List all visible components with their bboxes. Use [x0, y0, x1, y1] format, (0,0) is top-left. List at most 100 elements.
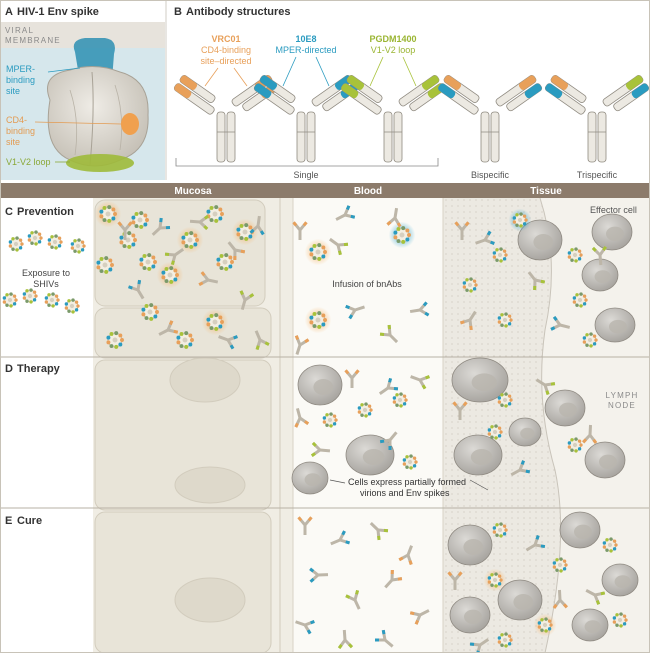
- antibody-mucosa: [189, 214, 209, 231]
- panel-d-title: Therapy: [17, 363, 61, 375]
- shiv-virion: [8, 236, 24, 252]
- virion-mucosa: [141, 303, 159, 321]
- panel-c-labels: C Prevention Exposure to SHIVs Infusion …: [5, 205, 637, 289]
- shiv-virion: [2, 292, 18, 308]
- panel-d-labels: D Therapy LYMPH NODE Cells express parti…: [5, 363, 637, 498]
- antibody-mucosa: [254, 330, 270, 351]
- antibody-blood: [398, 545, 413, 565]
- trispecific-label: Trispecific: [577, 170, 618, 180]
- virion-mucosa: [176, 331, 194, 349]
- antibody-tissue: [452, 401, 468, 420]
- infected-cell: [345, 434, 395, 476]
- panel-c-title: Prevention: [17, 206, 74, 218]
- epithelial-cells: [94, 199, 272, 653]
- shiv-virion: [27, 230, 43, 246]
- env-spike-illustration: [47, 38, 149, 172]
- lymph-node-label-2: NODE: [608, 401, 636, 410]
- virion-mucosa: [231, 218, 259, 246]
- shiv-virion: [70, 238, 86, 254]
- blood-header: Blood: [354, 186, 382, 197]
- antibody-blood: [375, 629, 394, 648]
- antibody-tissue: [552, 589, 568, 609]
- virion-blood: [304, 238, 332, 266]
- panel-b-letter: B: [174, 6, 182, 18]
- antibody-mucosa: [249, 215, 265, 236]
- antibody-tissue: [585, 588, 606, 605]
- exposure-label-2: SHIVs: [33, 279, 59, 289]
- virion-blood: [392, 392, 408, 408]
- antibody-diagrams: [173, 56, 650, 163]
- antibody-tissue: [525, 535, 546, 552]
- antibody-blood: [369, 521, 389, 541]
- cells-express-label-1: Cells express partially formed: [348, 477, 466, 487]
- virion-mucosa: [94, 200, 122, 228]
- cell-tissue: [581, 258, 619, 292]
- antibody-mucosa: [198, 271, 219, 287]
- antibody-tissue: [591, 245, 607, 266]
- antibody-blood: [329, 237, 349, 256]
- virion-tissue: [572, 292, 588, 308]
- ab1-name: VRC01: [211, 34, 240, 44]
- panel-d-letter: D: [5, 363, 13, 375]
- virion-tissue: [612, 612, 628, 628]
- cell-lymph-node: [584, 441, 626, 479]
- virion-tissue: [497, 632, 513, 648]
- antibody-blood: [335, 205, 356, 221]
- antibody-blood: [345, 589, 361, 610]
- virion-tissue: [567, 247, 583, 263]
- cell-lymph-node: [571, 608, 609, 642]
- antibody-blood: [345, 304, 365, 320]
- antibody-tissue: [527, 271, 546, 291]
- virion-tissue: [492, 247, 508, 263]
- mper-label-1: MPER-: [6, 64, 35, 74]
- exposure-label-1: Exposure to: [22, 268, 70, 278]
- infected-cell: [451, 357, 509, 403]
- virion-tissue: [508, 208, 532, 232]
- virion-mucosa: [106, 331, 124, 349]
- virion-mucosa: [139, 253, 157, 271]
- antibody-blood: [379, 324, 399, 344]
- antibody-tissue: [469, 638, 490, 653]
- cell-lymph-node: [559, 511, 601, 549]
- cell-tissue: [594, 307, 636, 343]
- antibody-mucosa: [158, 320, 179, 336]
- tissue-header: Tissue: [530, 186, 562, 197]
- antibody-tissue: [582, 424, 598, 444]
- bispecific-label: Bispecific: [471, 170, 510, 180]
- panel-e-title: Cure: [17, 515, 42, 527]
- antibody-mucosa: [218, 335, 238, 350]
- cell-tissue: [449, 596, 491, 634]
- membrane-label-2: MEMBRANE: [5, 36, 61, 45]
- virion-tissue: [533, 613, 557, 637]
- antibody-blood: [330, 530, 351, 546]
- effector-cell-label: Effector cell: [590, 205, 637, 215]
- antibody-vrc01: [173, 75, 279, 163]
- infected-cell: [453, 434, 503, 476]
- shiv-virion: [22, 288, 38, 304]
- panel-a-letter: A: [5, 6, 13, 18]
- antibody-tissue: [454, 221, 470, 240]
- antibody-blood: [409, 301, 430, 317]
- virion-tissue: [492, 522, 508, 538]
- cd4-label-3: site: [6, 137, 20, 147]
- virion-tissue: [497, 392, 513, 408]
- shiv-virion: [47, 234, 63, 250]
- column-header-bar: Mucosa Blood Tissue: [0, 183, 650, 198]
- mper-label-2: binding: [6, 75, 35, 85]
- antibody-blood: [386, 207, 402, 228]
- antibody-blood: [337, 629, 354, 649]
- antibody-bispecific: [437, 75, 543, 163]
- ab2-name: 10E8: [295, 34, 316, 44]
- antibody-mucosa: [151, 217, 171, 236]
- v1v2-label: V1-V2 loop: [6, 157, 51, 167]
- mper-label-3: site: [6, 86, 20, 96]
- antibody-trispecific: [544, 75, 650, 163]
- cell-tissue: [497, 579, 543, 621]
- infected-cell: [291, 461, 329, 495]
- virion-blood: [388, 221, 416, 249]
- shiv-virion: [64, 298, 80, 314]
- cell-lymph-node: [601, 563, 639, 597]
- virion-mucosa: [216, 253, 234, 271]
